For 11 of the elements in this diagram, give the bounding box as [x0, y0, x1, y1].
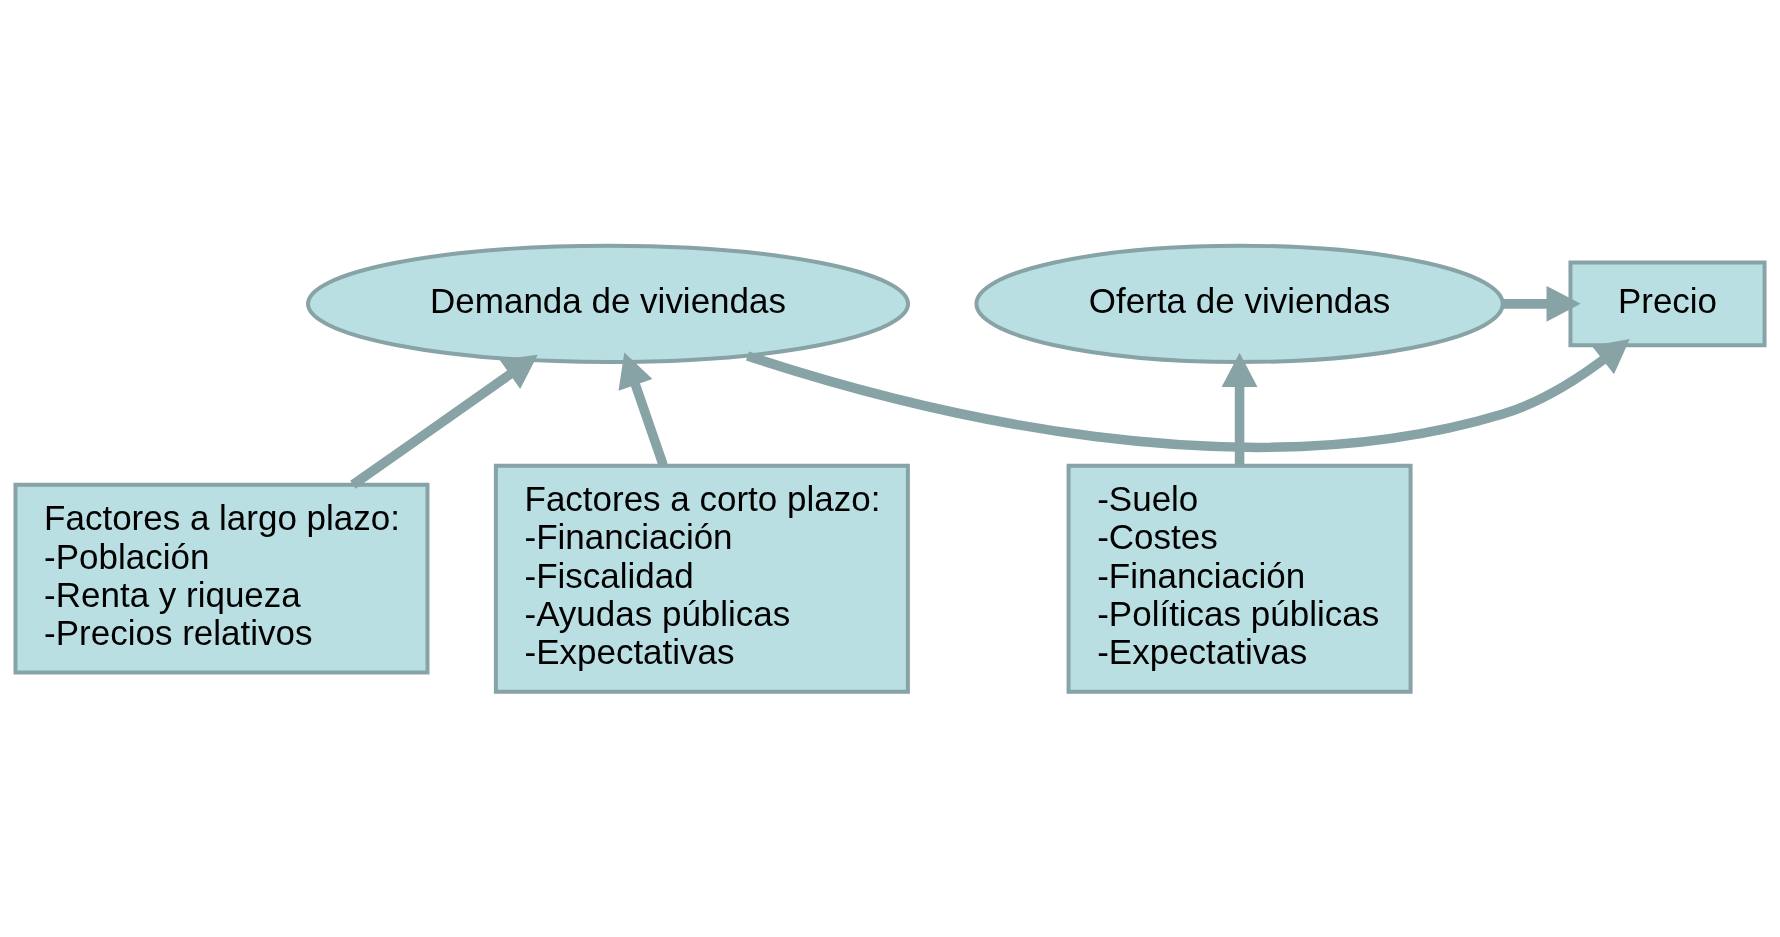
arrow: [618, 352, 668, 467]
node-box: Precio: [1568, 260, 1767, 348]
node-box: Factores a largo plazo: -Población -Renta y riqueza -Precios relativos: [13, 482, 430, 675]
arrow: [1221, 352, 1258, 466]
arrow: [746, 339, 1630, 452]
node-ellipse: Oferta de viviendas: [974, 243, 1505, 364]
arrow: [1502, 285, 1581, 322]
node-ellipse: Demanda de viviendas: [306, 243, 911, 364]
arrow: [350, 354, 538, 489]
node-box: Factores a corto plazo: -Financiación -Fiscalidad -Ayudas públicas -Expectativas: [493, 463, 910, 694]
node-box: -Suelo -Costes -Financiación -Políticas públicas -Expectativas: [1066, 463, 1413, 694]
